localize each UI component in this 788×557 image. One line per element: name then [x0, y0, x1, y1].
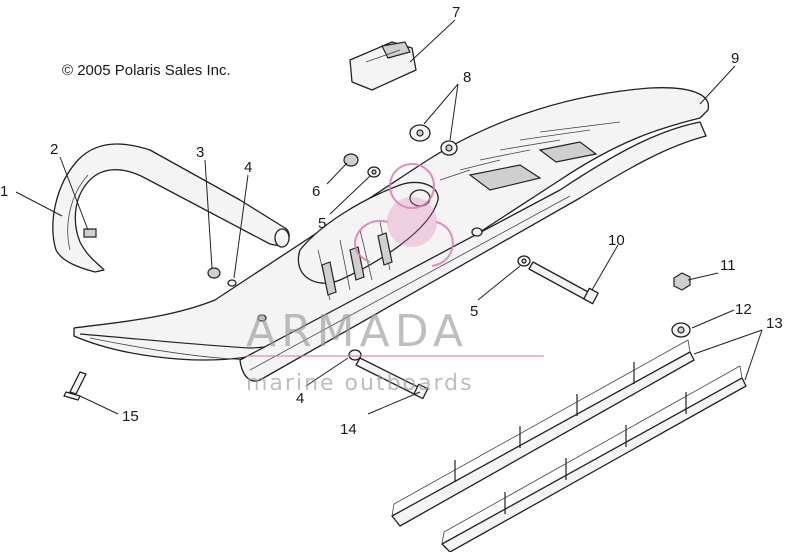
- nut-3: [207, 267, 221, 279]
- washer-12: [671, 322, 691, 338]
- callout-7: 7: [452, 4, 460, 21]
- callout-5-lower: 5: [470, 303, 478, 320]
- callout-15: 15: [122, 408, 139, 425]
- bolt-14: [355, 357, 429, 400]
- callout-11: 11: [720, 257, 736, 274]
- callout-13: 13: [766, 315, 783, 332]
- watermark-brand: ARMADA: [246, 306, 468, 357]
- handle-spacer: [83, 228, 97, 238]
- washer-4-upper: [227, 279, 237, 287]
- callout-14: 14: [340, 421, 357, 438]
- ski-handle-loop: [52, 143, 290, 273]
- nut-11: [673, 272, 691, 291]
- watermark: ARMADA marine outboards: [246, 163, 544, 396]
- callout-6: 6: [312, 183, 320, 200]
- watermark-logo-mark: [354, 163, 454, 267]
- washer-4-lower: [348, 349, 362, 361]
- callout-9: 9: [731, 50, 739, 67]
- callout-12: 12: [735, 301, 752, 318]
- ski-body: [73, 87, 710, 382]
- bolt-10: [528, 261, 599, 305]
- callout-2: 2: [50, 141, 58, 158]
- watermark-tagline: marine outboards: [246, 371, 474, 396]
- callout-4-lower: 4: [296, 390, 304, 407]
- callout-8: 8: [463, 69, 471, 86]
- leader-lines: [15, 19, 763, 415]
- callout-5-upper: 5: [318, 215, 326, 232]
- copyright-text: © 2005 Polaris Sales Inc.: [62, 62, 231, 79]
- callout-3: 3: [196, 144, 204, 161]
- nut-6: [343, 153, 359, 167]
- washer-5-lower: [517, 255, 531, 267]
- callout-1: 1: [0, 183, 8, 200]
- carbide-runners: [391, 339, 747, 553]
- callout-numbers: 1 2 3 4 6 5 7 8 9 10 5 11 12 13 4 14 15: [0, 4, 783, 438]
- washers-8: [409, 124, 458, 156]
- washer-5-upper: [367, 166, 381, 178]
- stud-15: [63, 371, 87, 401]
- callout-10: 10: [608, 232, 625, 249]
- bumper-block: [349, 41, 417, 91]
- callout-4-upper: 4: [244, 159, 252, 176]
